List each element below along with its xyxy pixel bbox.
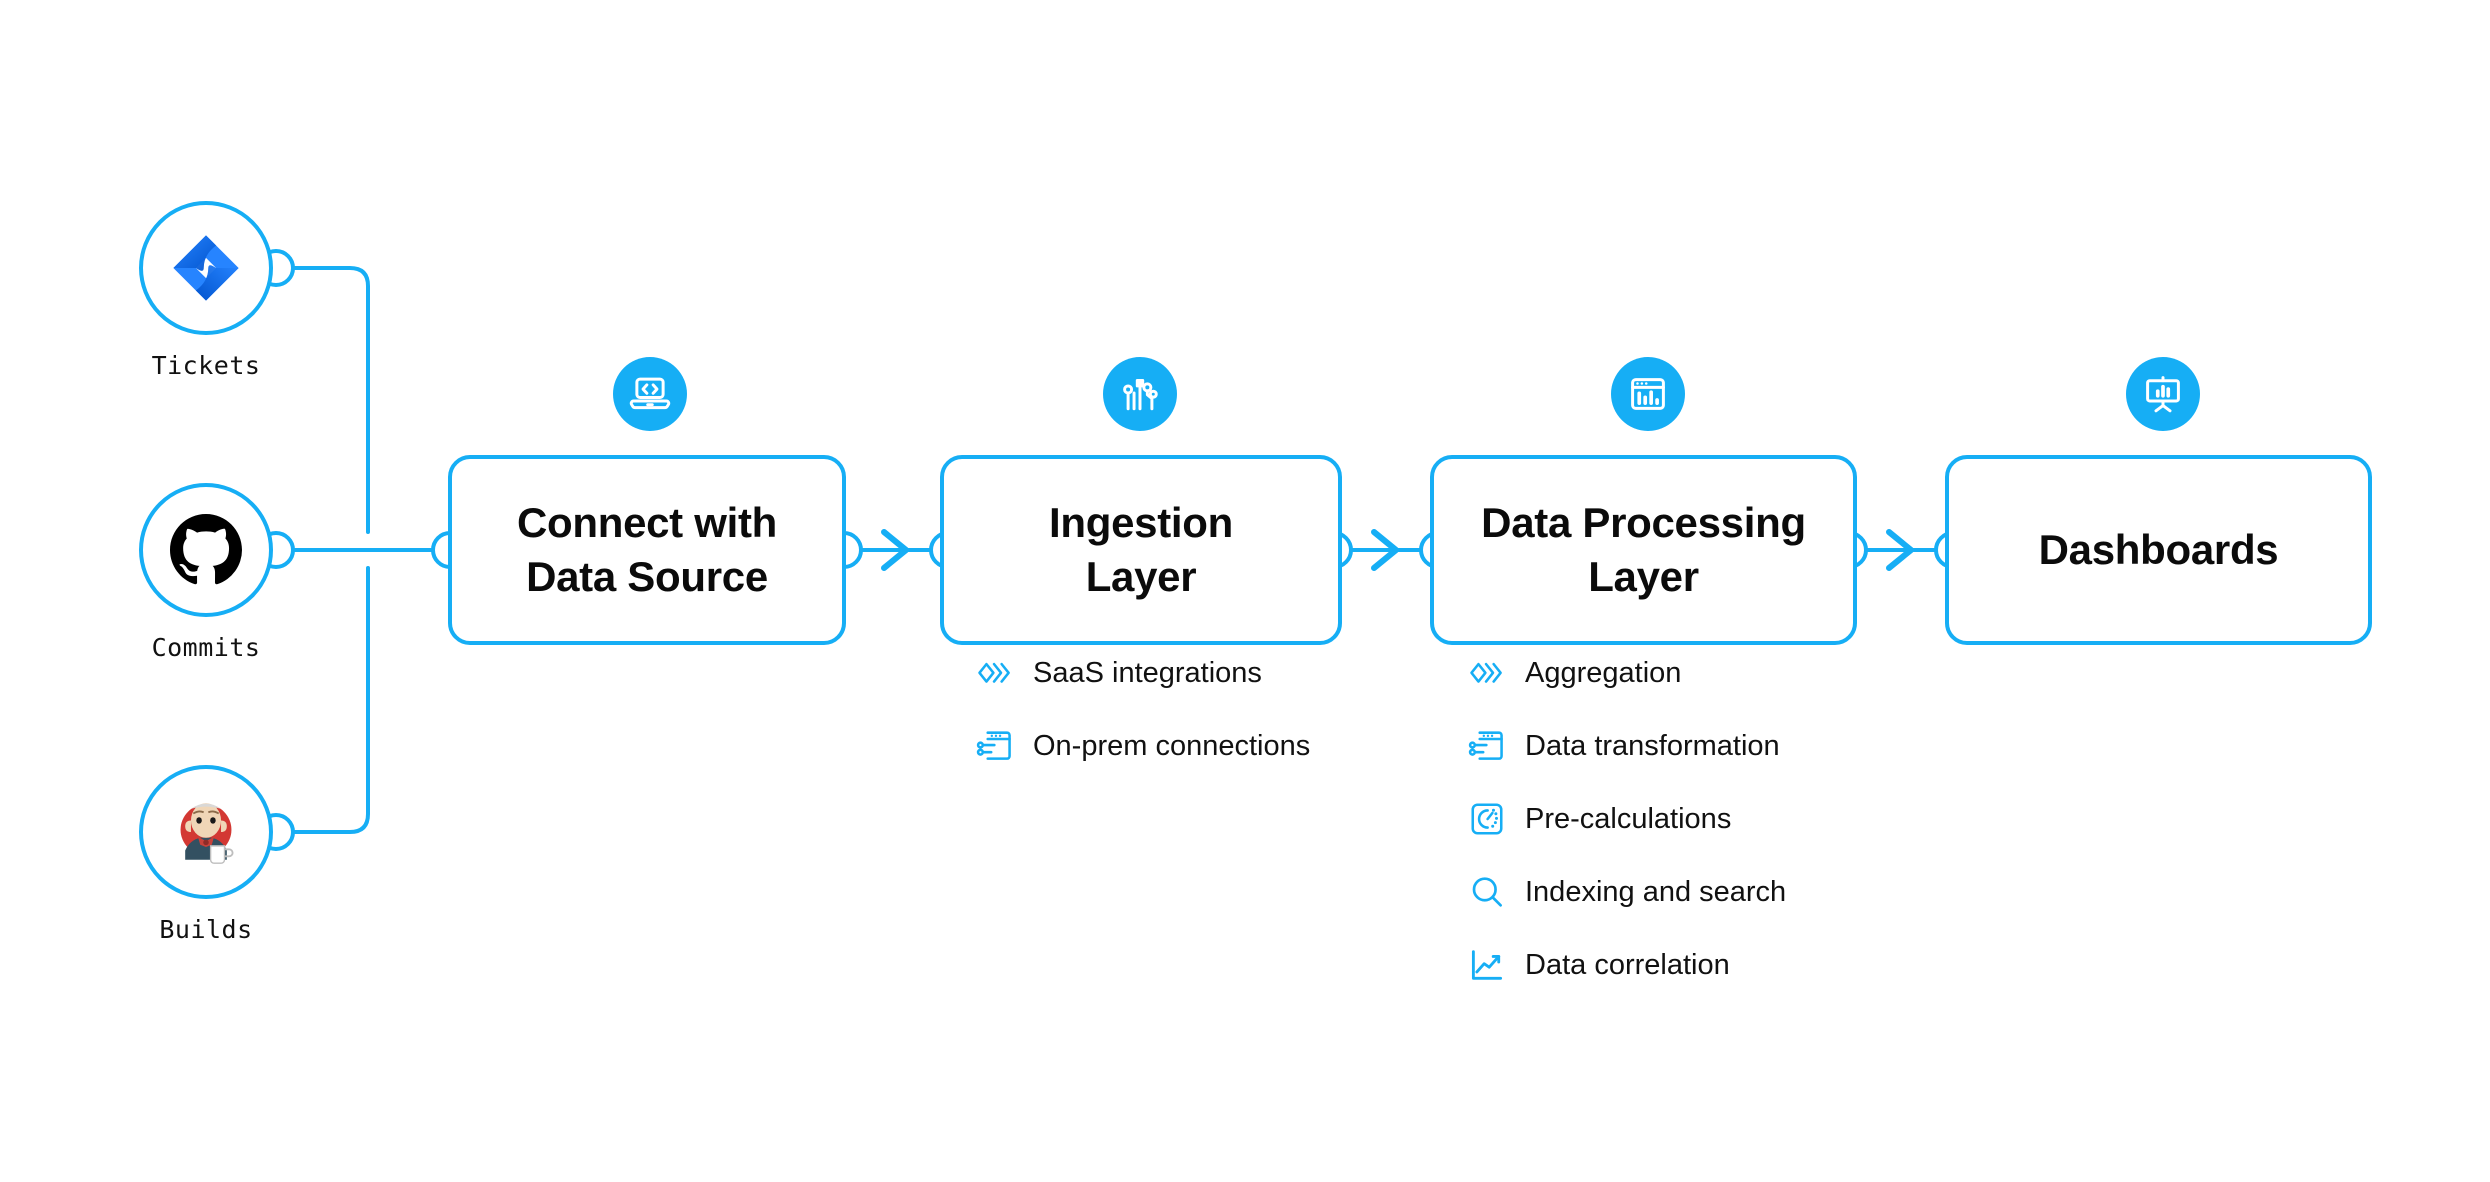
- arrowhead-stage2-stage3: [1371, 529, 1399, 571]
- server-window-icon: [1467, 726, 1507, 766]
- laptop-code-icon: [629, 377, 671, 410]
- feature-label: Aggregation: [1525, 656, 1682, 689]
- gauge-square-icon: [1467, 799, 1507, 839]
- circuit-nodes-icon: [1123, 378, 1158, 411]
- github-icon: [170, 514, 242, 585]
- presentation-chart-icon: [2146, 376, 2180, 413]
- line-chart-icon: [1467, 945, 1507, 985]
- jenkins-icon: [180, 803, 234, 864]
- feature-label: Indexing and search: [1525, 875, 1787, 908]
- feature-label: Data transformation: [1525, 729, 1780, 762]
- stage-title-connect: Connect with Data Source: [501, 496, 793, 604]
- feature-label: SaaS integrations: [1033, 656, 1262, 689]
- stage-title-processing-line2: Layer: [1588, 553, 1699, 600]
- source-node-tickets[interactable]: Tickets: [131, 201, 281, 380]
- stage-title-dashboards: Dashboards: [2023, 523, 2295, 577]
- stage-box-connect[interactable]: Connect with Data Source: [448, 455, 846, 645]
- arrowhead-stage1-stage2: [881, 529, 909, 571]
- stage-box-ingestion[interactable]: Ingestion Layer: [940, 455, 1342, 645]
- stage-box-processing[interactable]: Data Processing Layer: [1430, 455, 1857, 645]
- source-node-commits[interactable]: Commits: [131, 483, 281, 662]
- feature-label: Pre-calculations: [1525, 802, 1732, 835]
- feature-item-data-correlation[interactable]: Data correlation: [1467, 942, 1786, 988]
- feature-list-ingestion: SaaS integrations On-prem connections: [975, 650, 1310, 796]
- source-label-tickets: Tickets: [151, 351, 261, 380]
- stage-title-ingestion-line1: Ingestion: [1049, 499, 1233, 547]
- stage-title-ingestion-line2: Layer: [1085, 553, 1197, 600]
- source-ring-builds: [139, 765, 273, 899]
- stage-box-dashboards[interactable]: Dashboards: [1945, 455, 2372, 645]
- feature-label: Data correlation: [1525, 948, 1730, 981]
- source-ring-commits: [139, 483, 273, 617]
- stage-title-ingestion: Ingestion Layer: [1033, 496, 1249, 604]
- feature-item-indexing-and-search[interactable]: Indexing and search: [1467, 869, 1786, 915]
- server-window-icon: [975, 726, 1015, 766]
- magnifier-icon: [1467, 872, 1507, 912]
- feature-item-aggregation[interactable]: Aggregation: [1467, 650, 1786, 696]
- feature-item-saas-integrations[interactable]: SaaS integrations: [975, 650, 1310, 696]
- stage-badge-ingestion: [1103, 357, 1177, 431]
- source-label-builds: Builds: [159, 915, 253, 944]
- stage-title-connect-line2: Data Source: [526, 553, 768, 600]
- source-ring-tickets: [139, 201, 273, 335]
- stage-title-dashboards-line1: Dashboards: [2038, 526, 2279, 574]
- feature-item-pre-calculations[interactable]: Pre-calculations: [1467, 796, 1786, 842]
- source-node-builds[interactable]: Builds: [131, 765, 281, 944]
- jira-icon: [173, 235, 239, 301]
- browser-barchart-icon: [1631, 378, 1665, 410]
- stage-title-connect-line1: Connect with: [516, 499, 778, 547]
- stage-badge-processing: [1611, 357, 1685, 431]
- stage-badge-dashboards: [2126, 357, 2200, 431]
- feature-label: On-prem connections: [1033, 729, 1311, 762]
- feature-list-processing: Aggregation Data transformation: [1467, 650, 1786, 1015]
- feature-item-data-transformation[interactable]: Data transformation: [1467, 723, 1786, 769]
- wire-builds: [291, 566, 370, 834]
- arrowhead-stage3-stage4: [1886, 529, 1914, 571]
- wire-tickets: [291, 266, 370, 534]
- stage-title-processing-line1: Data Processing: [1481, 499, 1806, 547]
- stacked-diamonds-icon: [1467, 653, 1507, 693]
- stage-title-processing: Data Processing Layer: [1465, 496, 1822, 604]
- stage-badge-connect: [613, 357, 687, 431]
- feature-item-on-prem-connections[interactable]: On-prem connections: [975, 723, 1310, 769]
- stacked-diamonds-icon: [975, 653, 1015, 693]
- source-label-commits: Commits: [151, 633, 261, 662]
